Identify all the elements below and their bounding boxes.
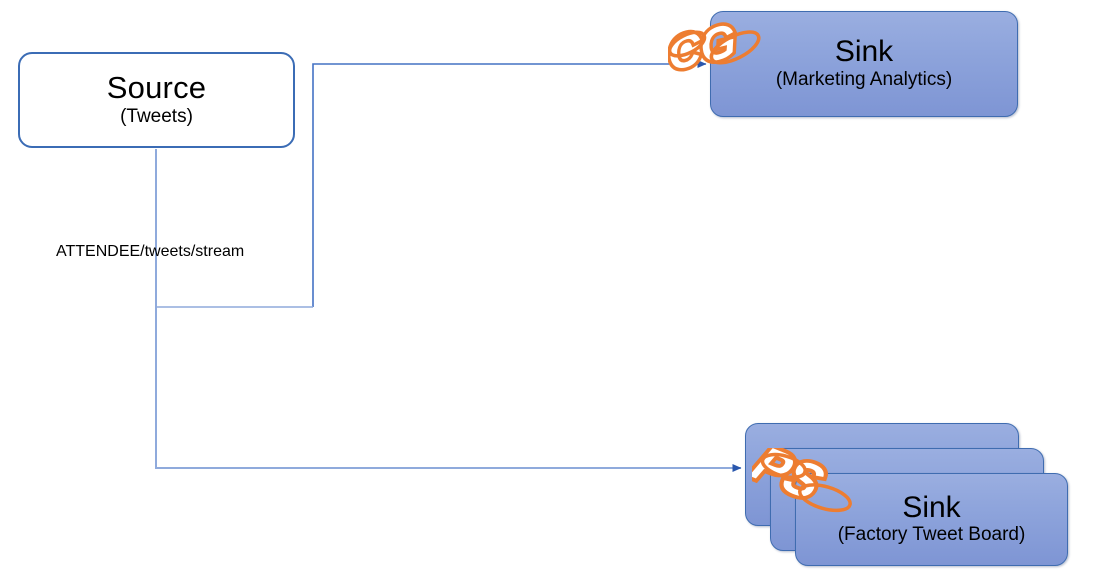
sink-marketing-analytics[interactable] [710,11,1018,117]
sink-factory-tweet-board[interactable] [795,473,1068,566]
edge-source-to-marketing [312,60,707,307]
source-node-subtitle: (Tweets) [120,106,193,128]
edge-source-to-factory [155,149,742,472]
source-node-title: Source [106,69,207,105]
edge-label-attendee-tweets-stream: ATTENDEE/tweets/stream [56,243,245,260]
source-node[interactable]: Source (Tweets) [18,52,295,148]
